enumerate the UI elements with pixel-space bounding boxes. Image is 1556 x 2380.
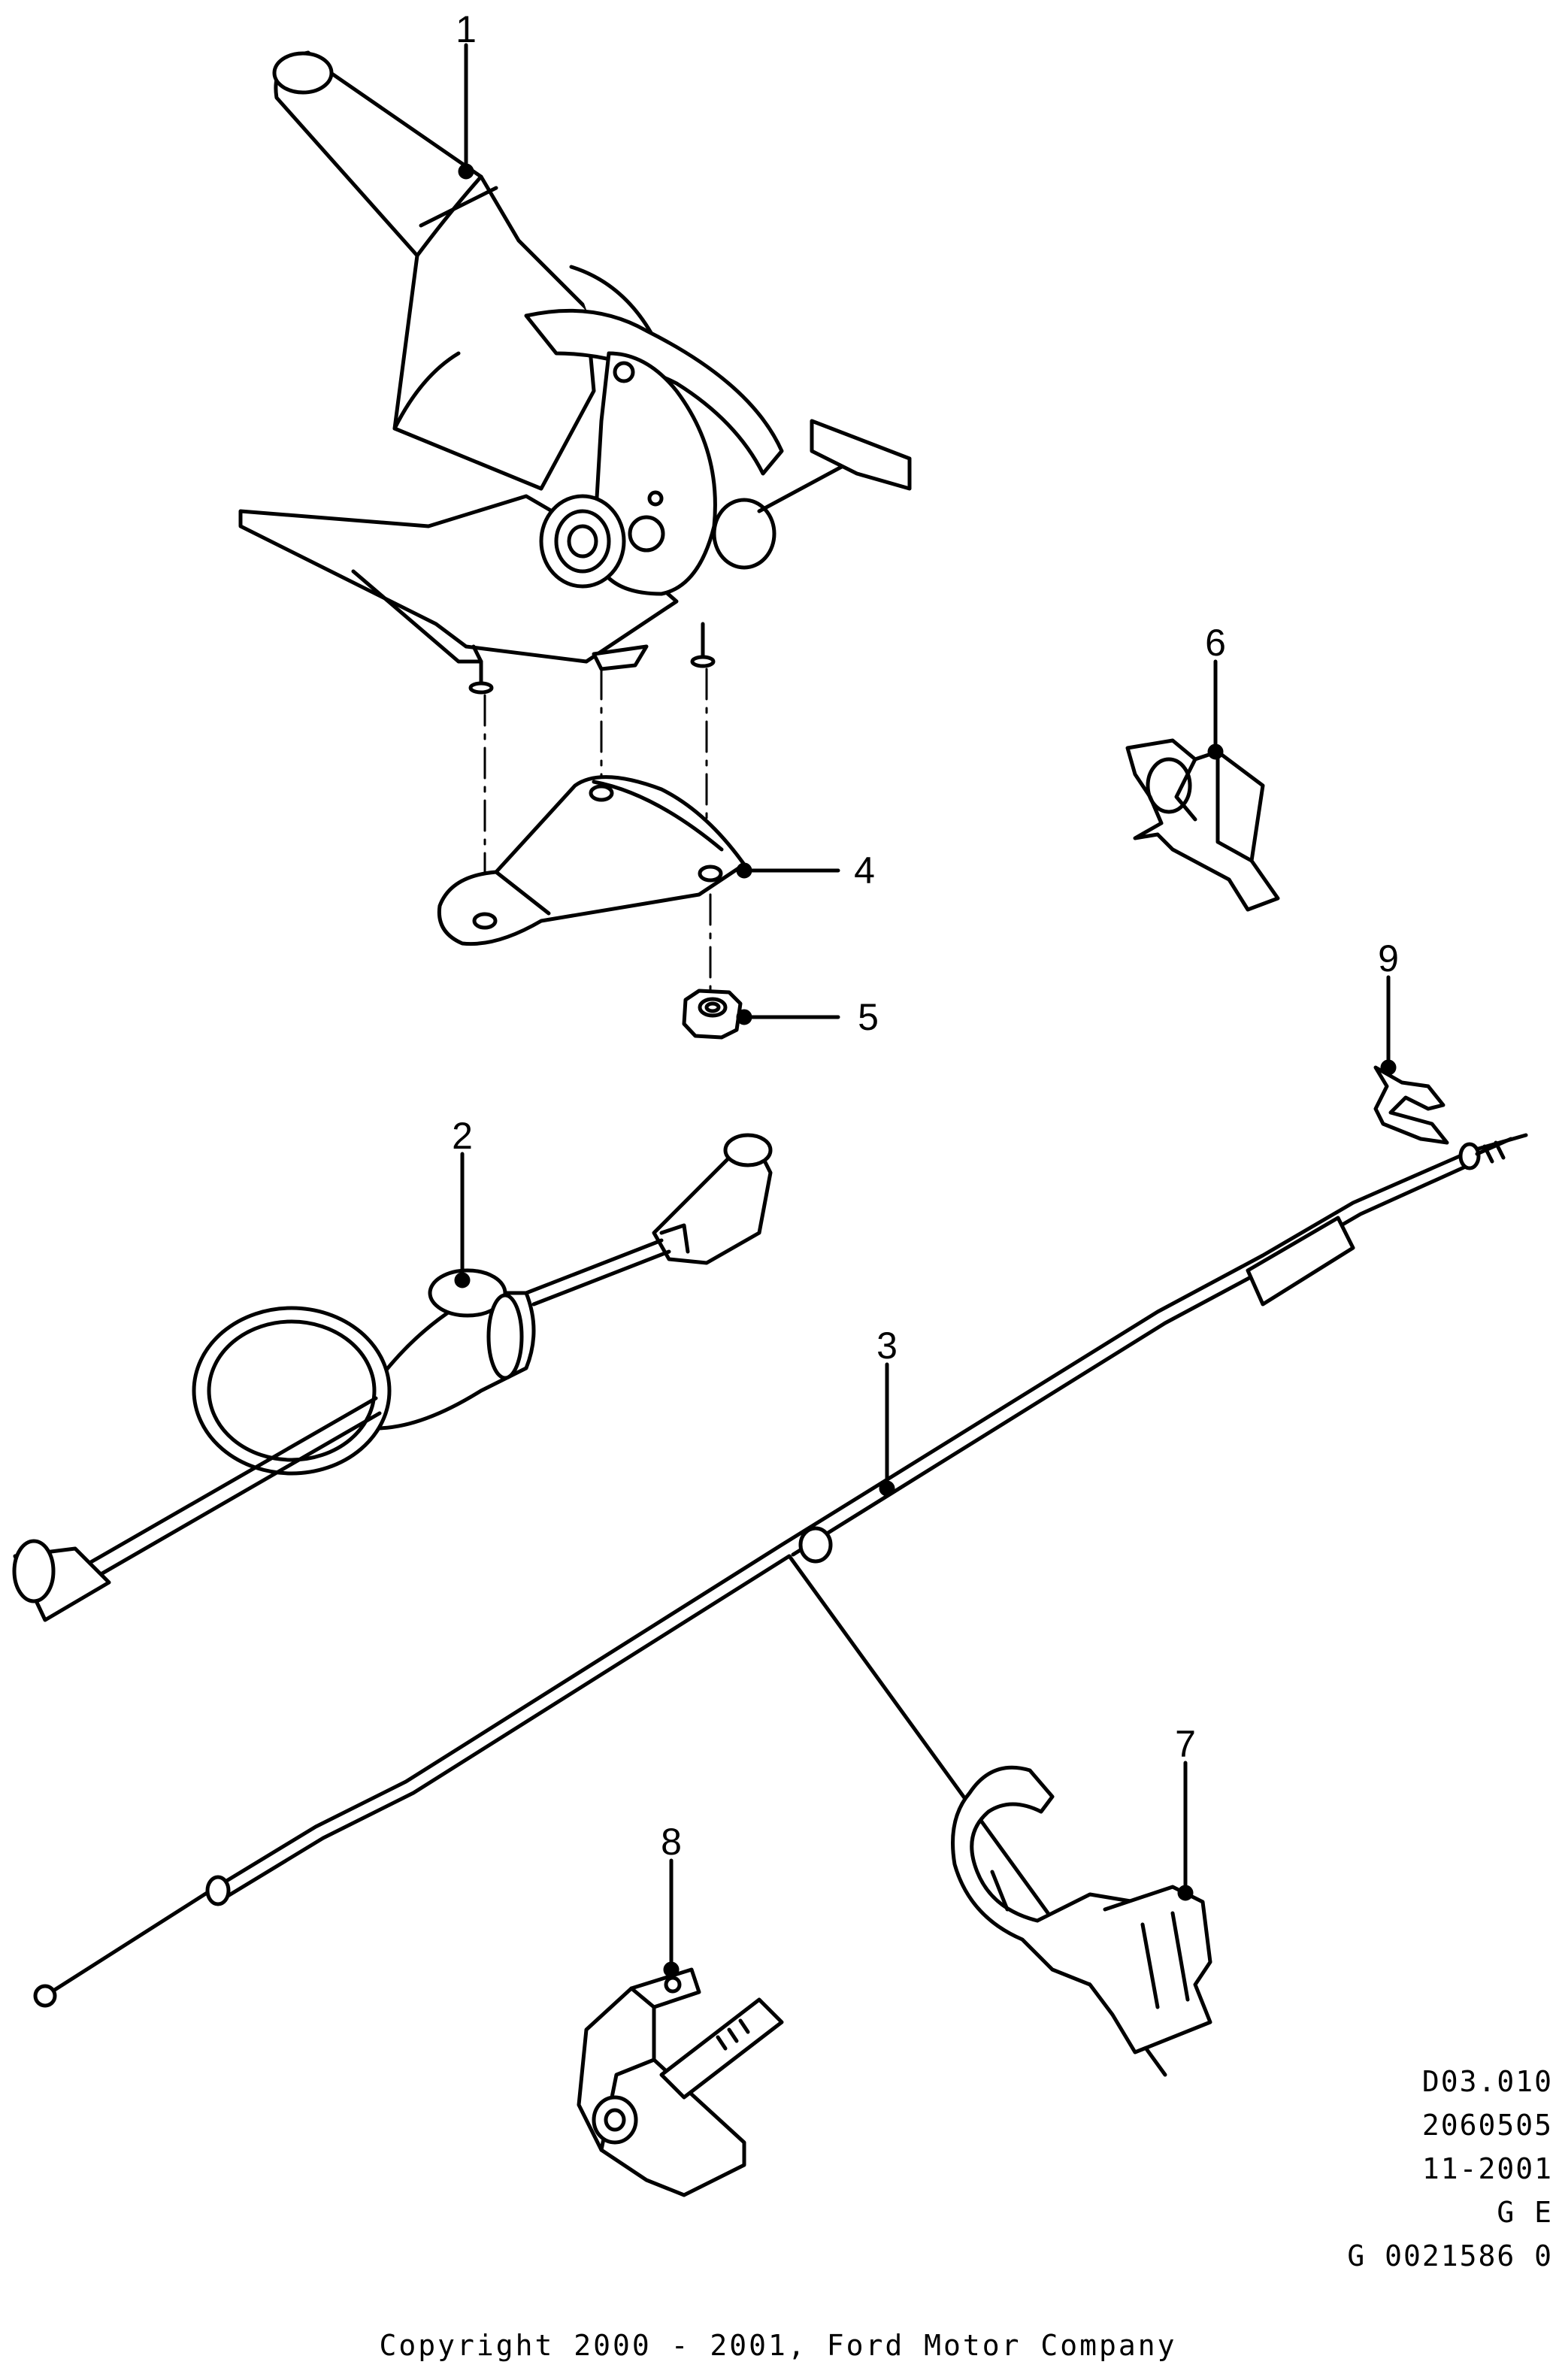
drawing-language-code: G E xyxy=(1497,2196,1553,2229)
leader-7-dot xyxy=(1177,1885,1194,1901)
part-5-nut xyxy=(682,989,743,1040)
part-4-bracket xyxy=(437,775,746,946)
leader-2-dot xyxy=(454,1272,471,1288)
drawing-number: 2060505 xyxy=(1421,2109,1553,2142)
leader-9-dot xyxy=(1380,1059,1397,1076)
drawing-id: G 0021586 0 xyxy=(1347,2239,1553,2273)
callout-4: 4 xyxy=(854,849,875,892)
copyright-notice: Copyright 2000 - 2001, Ford Motor Compan… xyxy=(379,2329,1177,2362)
drawing-reference-block: D03.010 2060505 11-2001 G E G 0021586 0 xyxy=(1162,2060,1553,2278)
callout-2: 2 xyxy=(452,1115,473,1157)
callout-3: 3 xyxy=(876,1325,898,1367)
callout-8: 8 xyxy=(661,1821,682,1863)
drawing-date: 11-2001 xyxy=(1421,2152,1553,2185)
leader-4-dot xyxy=(736,862,752,879)
part-2-front-cable xyxy=(12,1133,773,1622)
part-7-cable-clip xyxy=(951,1765,1212,2054)
callout-9: 9 xyxy=(1378,937,1399,980)
callout-1: 1 xyxy=(456,8,477,50)
leader-1-dot xyxy=(458,163,474,180)
leader-3-dot xyxy=(879,1480,895,1497)
part-9-retaining-clip xyxy=(1373,1065,1449,1145)
part-1-handbrake-lever xyxy=(238,50,912,695)
drawing-code: D03.010 xyxy=(1421,2065,1553,2098)
part-3-rear-cable xyxy=(33,1133,1528,2077)
part-6-clip xyxy=(1125,738,1280,912)
callout-7: 7 xyxy=(1175,1723,1196,1765)
callout-5: 5 xyxy=(858,996,879,1038)
part-8-adjuster-bracket xyxy=(577,1967,784,2197)
callout-6: 6 xyxy=(1205,622,1226,664)
leader-8-dot xyxy=(663,1961,680,1978)
leader-5-dot xyxy=(736,1009,752,1025)
leader-6-dot xyxy=(1207,743,1224,760)
